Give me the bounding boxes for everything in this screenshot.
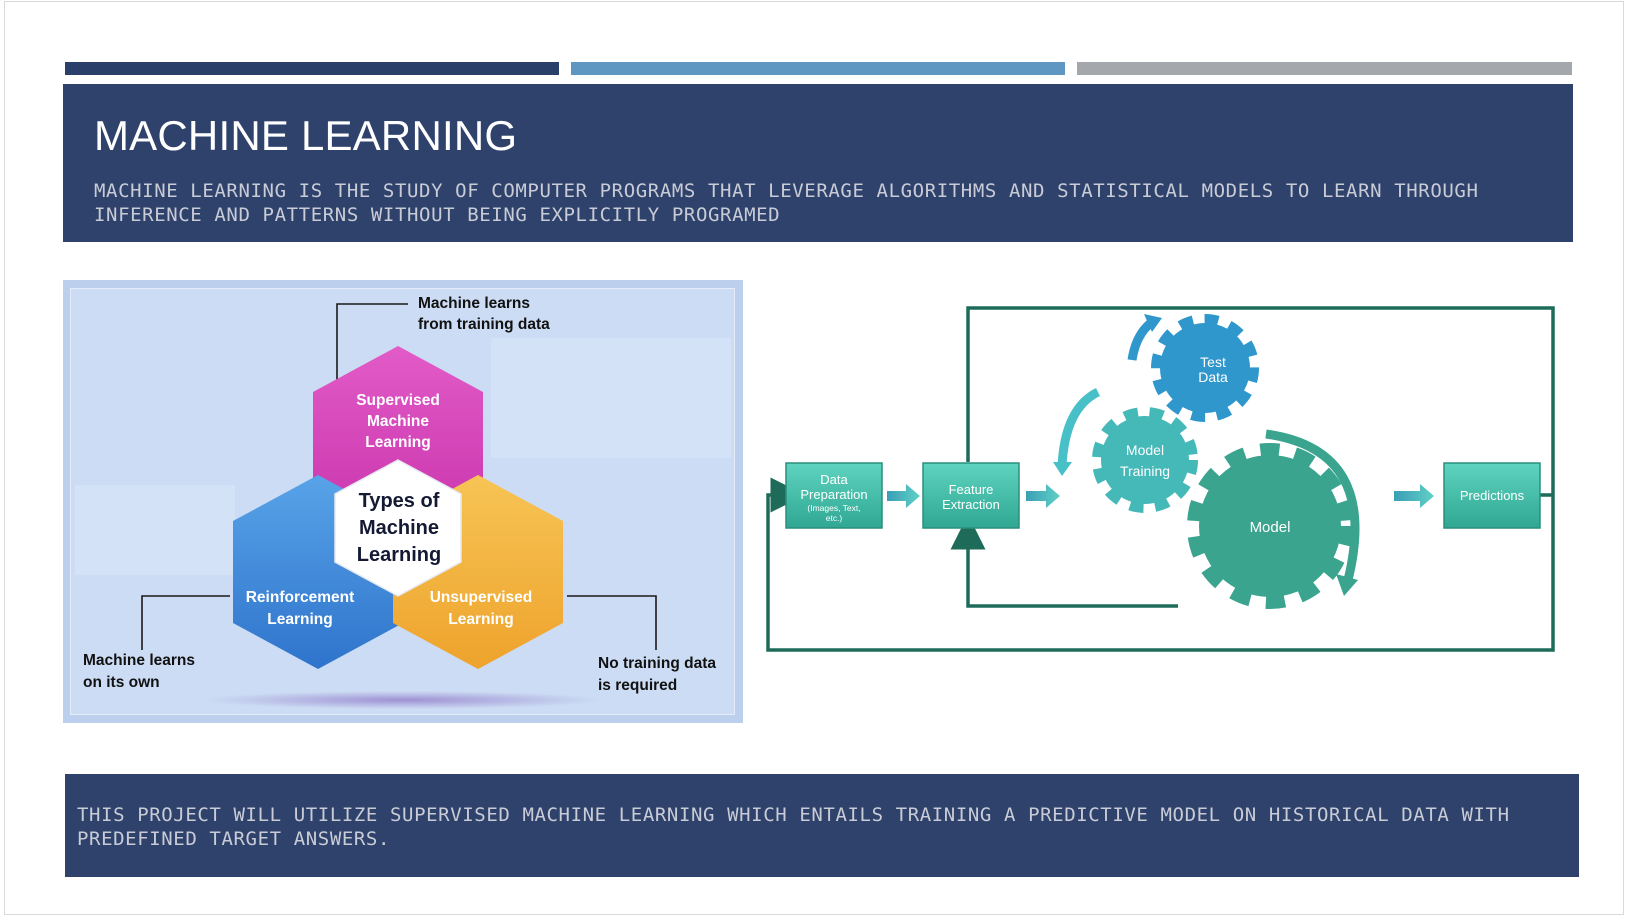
feature-extraction-label-1: Feature: [949, 482, 994, 497]
data-prep-label-2: Preparation: [800, 487, 867, 502]
supervised-label-3: Learning: [365, 434, 430, 451]
curved-arrowhead-training: [1053, 462, 1072, 476]
curved-arrow-test: [1127, 318, 1155, 361]
center-hexagon: [334, 459, 462, 597]
arrow-feature-to-training: [1026, 484, 1060, 508]
curved-arrowhead-test: [1144, 314, 1162, 332]
accent-bar-navy: [65, 62, 559, 75]
callout-line-reinforcement: [141, 595, 230, 650]
callout-unsupervised-1: No training data: [598, 655, 716, 672]
reinforcement-label-2: Learning: [267, 611, 332, 628]
types-of-ml-diagram: Supervised Machine Learning Types of Mac…: [63, 280, 743, 723]
test-data-gear: [1151, 314, 1259, 422]
model-gear: [1187, 443, 1353, 609]
footer-banner: THIS PROJECT WILL UTILIZE SUPERVISED MAC…: [65, 774, 1579, 877]
curved-arrow-model: [1265, 429, 1360, 582]
flow-arrows: [887, 484, 1434, 508]
data-preparation-box: [785, 462, 883, 529]
title-banner: MACHINE LEARNING MACHINE LEARNING IS THE…: [63, 84, 1573, 242]
footer-text: THIS PROJECT WILL UTILIZE SUPERVISED MAC…: [77, 804, 1510, 850]
faint-panel: [75, 485, 235, 575]
feature-extraction-box: [922, 462, 1020, 529]
accent-bar-blue: [571, 62, 1065, 75]
feedback-loop-inner: [950, 514, 1178, 608]
faint-panel: [491, 338, 731, 458]
types-diagram-svg: Supervised Machine Learning Types of Mac…: [75, 295, 731, 709]
workflow-svg: Data Preparation (Images, Text, etc.) Fe…: [766, 306, 1555, 652]
arrow-model-to-predictions: [1394, 484, 1434, 508]
center-label-1: Types of: [359, 490, 440, 512]
data-prep-note-2: etc.): [826, 513, 843, 523]
model-training-label-2: Training: [1120, 463, 1170, 479]
test-data-label-2: Data: [1198, 369, 1228, 385]
model-label: Model: [1250, 519, 1291, 536]
model-training-label-1: Model: [1126, 442, 1164, 458]
diagram-shadow: [203, 691, 603, 709]
data-prep-note-1: (Images, Text,: [807, 503, 860, 513]
test-data-label-1: Test: [1200, 354, 1226, 370]
callout-unsupervised-2: is required: [598, 677, 677, 694]
slide-title: MACHINE LEARNING: [94, 112, 518, 159]
curved-arrowhead-model: [1336, 574, 1358, 596]
ml-workflow-diagram: Data Preparation (Images, Text, etc.) Fe…: [760, 290, 1570, 670]
center-label-2: Machine: [359, 517, 439, 539]
callout-supervised-2: from training data: [418, 316, 550, 333]
slide-subtitle: MACHINE LEARNING IS THE STUDY OF COMPUTE…: [94, 180, 1479, 226]
predictions-label: Predictions: [1460, 488, 1525, 503]
model-training-gear: [1092, 407, 1198, 513]
unsupervised-label-1: Unsupervised: [430, 589, 533, 606]
callout-line-unsupervised: [567, 595, 657, 650]
supervised-label-2: Machine: [367, 413, 429, 430]
callout-reinforcement-1: Machine learns: [83, 652, 195, 669]
center-label-3: Learning: [357, 544, 441, 566]
accent-bar-gray: [1077, 62, 1572, 75]
callout-supervised-1: Machine learns: [418, 295, 530, 312]
callout-line-supervised: [336, 303, 408, 382]
reinforcement-label-1: Reinforcement: [246, 589, 355, 606]
arrow-prep-to-feature: [887, 484, 920, 508]
feedback-loop-outer: [766, 306, 1555, 652]
callout-reinforcement-2: on its own: [83, 674, 160, 691]
feature-extraction-label-2: Extraction: [942, 497, 1000, 512]
curved-arrow-training: [1057, 387, 1101, 467]
predictions-box: [1443, 462, 1541, 529]
data-prep-label-1: Data: [820, 472, 848, 487]
supervised-label-1: Supervised: [356, 392, 440, 409]
unsupervised-label-2: Learning: [448, 611, 513, 628]
